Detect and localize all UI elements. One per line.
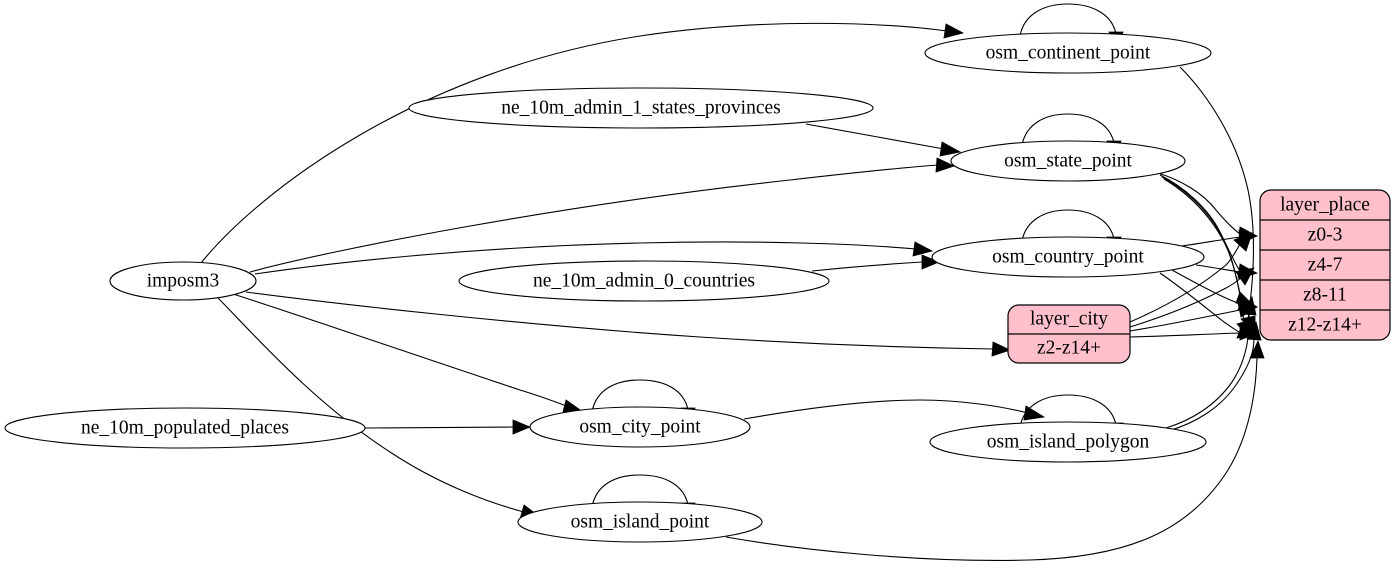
node-layer_place-row-z4-7[interactable]: z4-7: [1308, 254, 1343, 275]
edge-imposm3-to-osm_state_point: [249, 157, 956, 273]
edge-ne_10m_populated_places-to-osm_city_point: [364, 419, 532, 435]
node-layer_place-row-z0-3[interactable]: z0-3: [1308, 224, 1343, 245]
node-ne_10m_admin_1_states_provinces-label: ne_10m_admin_1_states_provinces: [501, 97, 780, 118]
node-layer_city-row-z2-z14[interactable]: z2-z14+: [1037, 337, 1101, 358]
edge-layer_city-to-layer_place-z8-11: [1129, 302, 1259, 332]
node-ne_10m_populated_places-label: ne_10m_populated_places: [81, 417, 289, 438]
node-osm_island_point[interactable]: osm_island_point: [517, 501, 763, 543]
node-layer: imposm3 ne_10m_populated_places ne_10m_a…: [4, 32, 1212, 543]
edge-ne_10m_admin_0_countries-to-osm_country_point: [811, 254, 941, 272]
edge-imposm3-to-osm_country_point: [254, 241, 934, 275]
node-layer_place-row-z8-11[interactable]: z8-11: [1303, 284, 1347, 305]
node-imposm3[interactable]: imposm3: [109, 261, 257, 301]
node-osm_state_point-label: osm_state_point: [1004, 150, 1132, 171]
node-ne_10m_populated_places[interactable]: ne_10m_populated_places: [4, 407, 366, 449]
edge-imposm3-to-osm_city_point: [232, 293, 585, 413]
node-layer_place-header: layer_place: [1280, 194, 1370, 215]
node-osm_island_point-label: osm_island_point: [571, 511, 710, 532]
node-osm_city_point[interactable]: osm_city_point: [529, 406, 751, 448]
edge-osm_city_point-to-osm_island_polygon: [743, 399, 1046, 421]
edge-osm_island_polygon-to-layer_place-z8-11: [1165, 295, 1257, 429]
node-osm_state_point[interactable]: osm_state_point: [950, 140, 1186, 182]
node-layer_place[interactable]: layer_place z0-3 z4-7 z8-11 z12-z14+: [1259, 189, 1391, 341]
node-osm_continent_point[interactable]: osm_continent_point: [924, 32, 1212, 74]
node-osm_island_polygon[interactable]: osm_island_polygon: [929, 421, 1207, 463]
record-node-layer: layer_city z2-z14+ layer_place z0-3 z4-7…: [1007, 189, 1391, 364]
edge-osm_island_polygon-to-layer_place-z12: [1167, 320, 1262, 432]
edge-imposm3-to-layer_city: [245, 291, 1012, 357]
node-osm_city_point-label: osm_city_point: [579, 416, 701, 437]
edge-layer_city-to-layer_place-z4-7: [1129, 267, 1255, 328]
node-layer_city-header: layer_city: [1030, 308, 1108, 329]
node-ne_10m_admin_0_countries-label: ne_10m_admin_0_countries: [533, 270, 755, 291]
node-imposm3-label: imposm3: [147, 270, 220, 291]
node-osm_island_polygon-label: osm_island_polygon: [987, 431, 1150, 452]
node-ne_10m_admin_1_states_provinces[interactable]: ne_10m_admin_1_states_provinces: [408, 87, 874, 129]
node-osm_country_point-label: osm_country_point: [992, 246, 1144, 267]
node-layer_place-row-z12-z14[interactable]: z12-z14+: [1288, 314, 1362, 335]
edge-imposm3-to-osm_continent_point: [200, 22, 965, 264]
node-osm_country_point[interactable]: osm_country_point: [931, 236, 1205, 278]
node-layer_city[interactable]: layer_city z2-z14+: [1007, 304, 1131, 364]
edge-ne_10m_admin_1_states_provinces-to-osm_state_point: [805, 123, 962, 157]
node-ne_10m_admin_0_countries[interactable]: ne_10m_admin_0_countries: [458, 260, 830, 302]
edge-osm_island_point-to-layer_place-z12: [725, 339, 1265, 561]
node-osm_continent_point-label: osm_continent_point: [986, 42, 1151, 63]
edge-imposm3-to-osm_island_point: [216, 296, 542, 520]
edge-layer_city-to-layer_place-z0-3: [1129, 232, 1253, 323]
